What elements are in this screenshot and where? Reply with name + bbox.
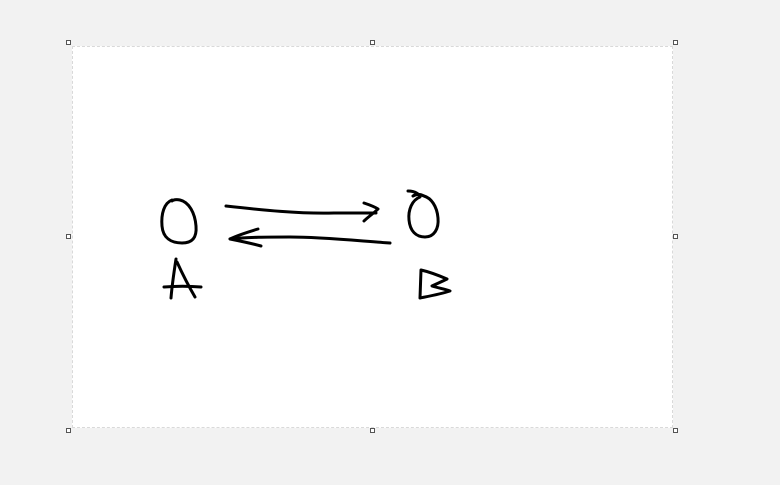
resize-handle-bottom-left[interactable] — [66, 428, 71, 433]
resize-handle-top-right[interactable] — [673, 40, 678, 45]
resize-handle-middle-right[interactable] — [673, 234, 678, 239]
resize-handle-middle-left[interactable] — [66, 234, 71, 239]
resize-handle-bottom-right[interactable] — [673, 428, 678, 433]
drawing-canvas[interactable] — [72, 46, 673, 428]
resize-handle-top-left[interactable] — [66, 40, 71, 45]
resize-handle-top-middle[interactable] — [370, 40, 375, 45]
resize-handle-bottom-middle[interactable] — [370, 428, 375, 433]
